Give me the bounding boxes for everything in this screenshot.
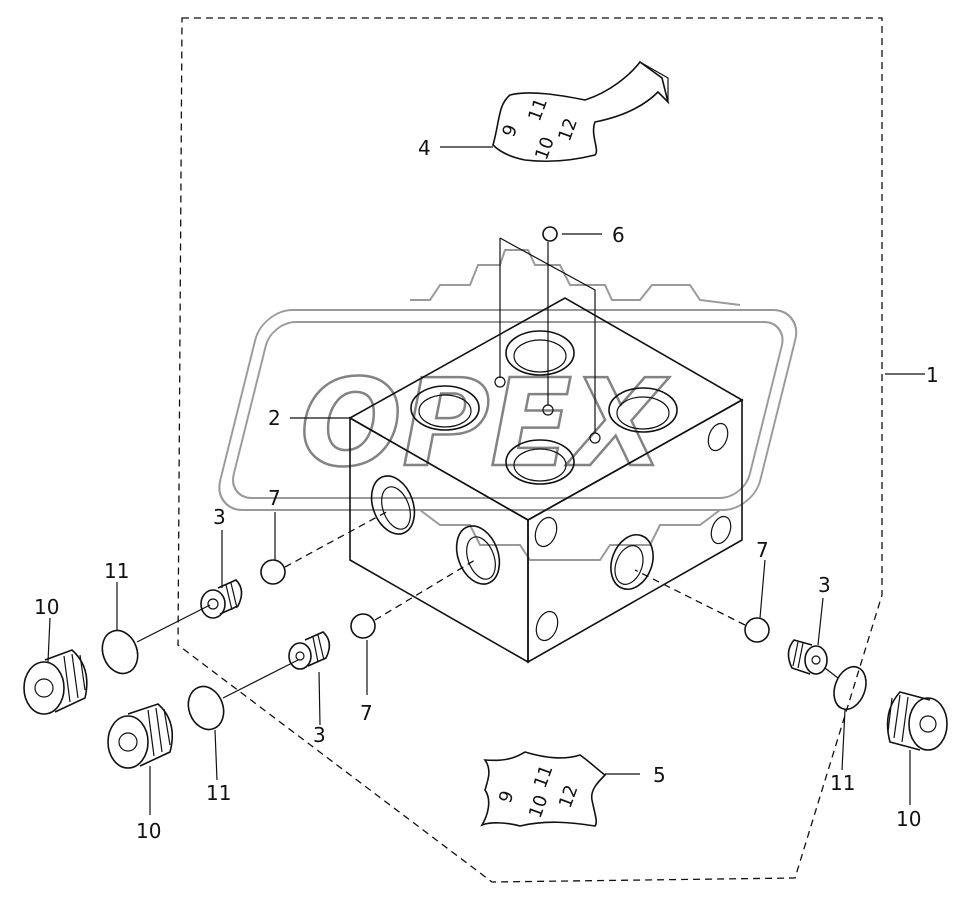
ball-7-c [744, 617, 770, 643]
tag-top-a: 9 [498, 122, 522, 140]
callout-11-a: 11 [104, 559, 129, 583]
ball-7-b [350, 613, 376, 639]
tag-top-b: 11 [524, 95, 552, 124]
label-plate-bottom: 9 11 10 12 [480, 751, 607, 827]
label-plate-top: 9 11 12 10 [492, 60, 670, 163]
o-ring-11-a [101, 629, 139, 675]
callout-3-c: 3 [818, 573, 831, 597]
o-ring-11-c [833, 665, 867, 711]
watermark-inner-frame [232, 321, 784, 499]
ball-6-group [499, 226, 602, 433]
ball-7-a [260, 559, 286, 585]
callout-10-c: 10 [896, 807, 921, 831]
block-right-face [527, 398, 743, 664]
watermark-text: OPEX [300, 355, 670, 494]
o-ring-11-b [187, 685, 225, 731]
callout-7-b: 7 [756, 538, 769, 562]
plug-10-a [23, 649, 88, 715]
tag-bottom-b: 11 [530, 762, 558, 791]
tag-top-c: 12 [554, 115, 582, 144]
plug-10-c [886, 691, 948, 751]
tag-bottom-c: 10 [525, 792, 553, 821]
watermark-gear-bottom [419, 509, 721, 561]
watermark-gear [410, 249, 741, 306]
valve-block [348, 297, 744, 664]
callout-1: 1 [926, 363, 939, 387]
plug-3-a [200, 579, 243, 619]
callout-3-a: 3 [213, 505, 226, 529]
callout-11-c: 11 [830, 771, 855, 795]
callout-3-b: 3 [313, 723, 326, 747]
callout-11-b: 11 [206, 781, 231, 805]
tag-top-d: 10 [531, 134, 559, 163]
callout-2: 2 [268, 406, 281, 430]
tag-bottom-a: 9 [495, 788, 519, 806]
assembly-boundary [177, 17, 883, 883]
callout-7-a: 7 [268, 486, 281, 510]
callout-4: 4 [418, 136, 431, 160]
ball-6 [542, 226, 558, 242]
callout-6: 6 [612, 223, 625, 247]
watermark: OPEX [218, 249, 798, 561]
callout-10-b: 10 [136, 819, 161, 843]
callout-10-a: 10 [34, 595, 59, 619]
watermark-outer-frame [218, 309, 798, 511]
plug-3-c [787, 639, 828, 675]
callout-7-c: 7 [360, 701, 373, 725]
callout-5: 5 [653, 763, 666, 787]
plug-3-b [288, 631, 331, 670]
tag-bottom-d: 12 [555, 782, 583, 811]
plug-10-b [107, 703, 174, 769]
